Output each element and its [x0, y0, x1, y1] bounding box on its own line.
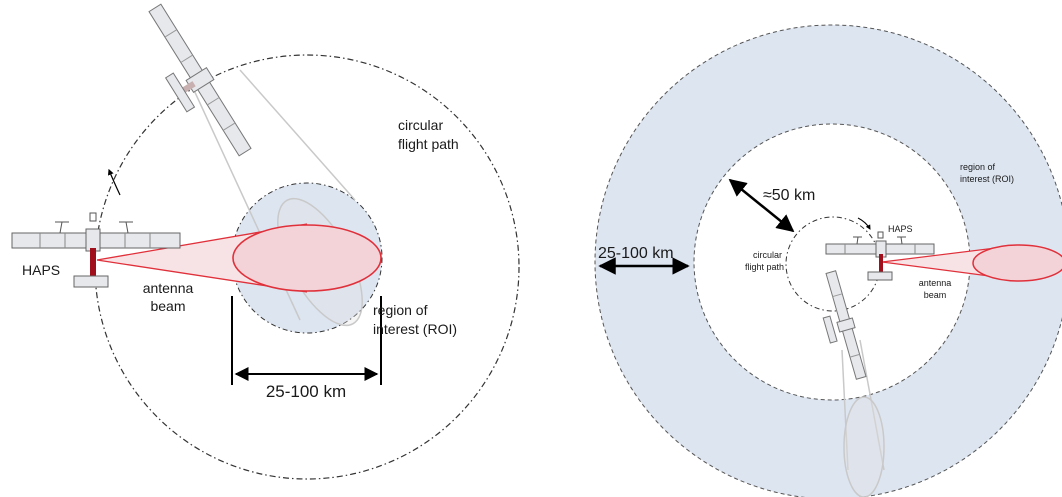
right-diagram: 25-100 km ≈50 km circular flight path HA… — [594, 24, 1062, 497]
right-roi-label-line1: region of — [960, 162, 996, 172]
right-antenna-label-line2: beam — [924, 290, 947, 300]
right-path-label-line2: flight path — [745, 262, 784, 272]
left-roi-label-line1: region of — [373, 302, 428, 318]
left-top-aircraft — [148, 3, 252, 157]
right-haps-aircraft — [825, 231, 935, 281]
right-antenna-beam — [881, 244, 1062, 282]
right-bottom-aircraft-beam — [841, 339, 885, 497]
left-antenna-beam — [96, 223, 382, 293]
left-distance-dimension — [231, 296, 382, 385]
right-flight-direction-arrow — [857, 217, 871, 230]
left-antenna-label-line2: beam — [150, 298, 185, 314]
left-path-label-line2: flight path — [398, 136, 459, 152]
right-radius-arrow — [728, 178, 795, 233]
right-radius-label: ≈50 km — [763, 187, 815, 204]
right-path-label-line1: circular — [753, 250, 782, 260]
left-antenna-label-line1: antenna — [143, 280, 194, 296]
left-path-label-line1: circular — [398, 117, 443, 133]
left-diagram: HAPS antenna beam circular flight path r… — [11, 3, 520, 480]
left-haps-label: HAPS — [22, 262, 60, 278]
left-haps-aircraft — [11, 212, 181, 288]
right-distance-label: 25-100 km — [598, 245, 674, 262]
left-distance-label: 25-100 km — [266, 382, 346, 401]
right-haps-label: HAPS — [888, 224, 913, 234]
right-roi-label-line2: interest (ROI) — [960, 174, 1014, 184]
right-antenna-label-line1: antenna — [919, 278, 952, 288]
right-bottom-aircraft — [822, 270, 867, 380]
left-roi-label-line2: interest (ROI) — [373, 321, 457, 337]
left-flight-direction-arrow — [107, 168, 121, 196]
